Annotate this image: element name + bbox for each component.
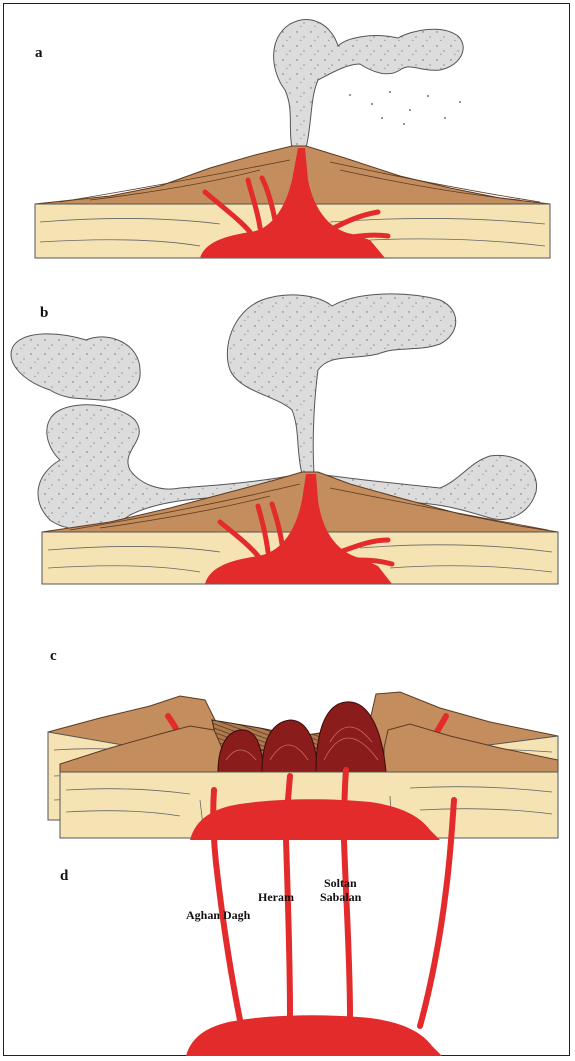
- dome-heram: [262, 720, 318, 772]
- eruption-plume: [227, 294, 455, 474]
- peak-label-sabalan: Sabalan: [320, 890, 361, 904]
- panel-label-b: b: [40, 305, 48, 322]
- panel-label-c: c: [50, 648, 57, 665]
- panel-label-a: a: [35, 45, 43, 62]
- eruption-plume: [274, 20, 464, 148]
- panel-a-diagram: [35, 20, 550, 258]
- panel-label-d: d: [60, 868, 68, 885]
- panel-b-diagram: [11, 294, 558, 584]
- peak-label-soltan: Soltan: [324, 876, 357, 890]
- magma-chamber: [186, 1015, 442, 1056]
- peak-label-aghan-dagh: Aghan Dagh: [186, 908, 250, 922]
- panel-d-diagram: [60, 702, 558, 1056]
- peak-label-heram: Heram: [258, 890, 294, 904]
